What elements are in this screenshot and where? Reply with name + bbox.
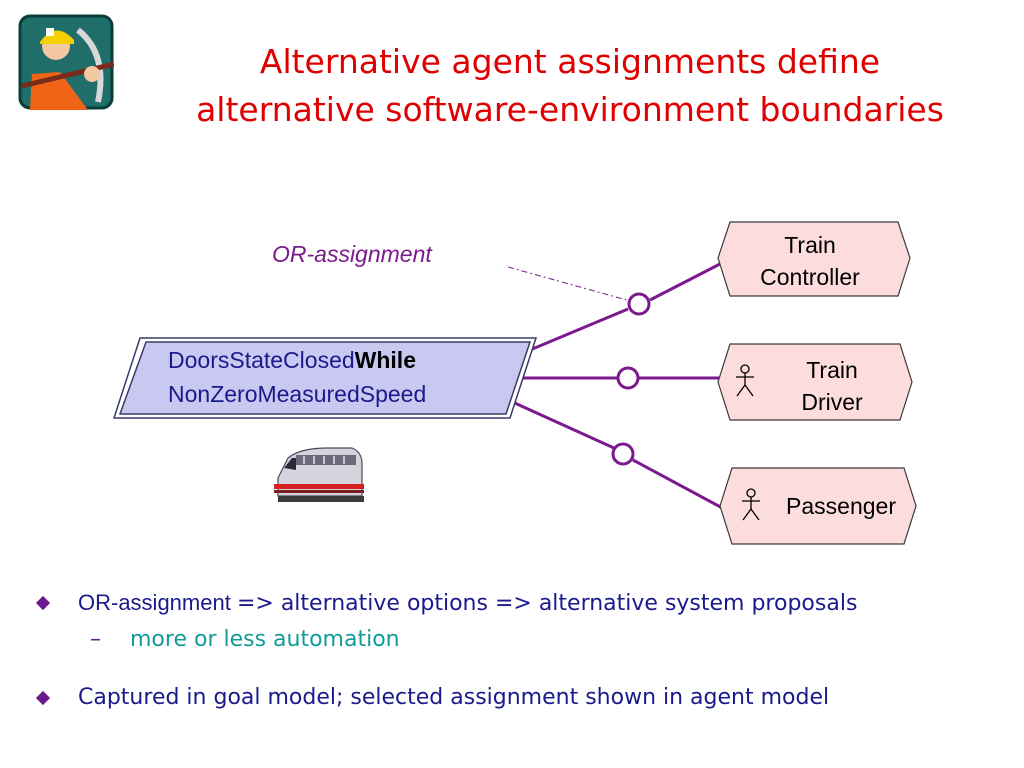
goal-text-line-1: DoorsStateClosed xyxy=(168,347,355,373)
agent-train-controller-line-1: Train xyxy=(784,232,836,258)
miner-logo-icon xyxy=(18,14,114,110)
goal-text-line-2: NonZeroMeasuredSpeed xyxy=(168,381,426,407)
bullet-1-lead: OR-assignment xyxy=(78,590,237,615)
goal-keyword: While xyxy=(355,347,416,373)
bullet-list: OR-assignment => alternative options => … xyxy=(35,586,1008,715)
diamond-bullet-icon xyxy=(35,690,51,706)
bullet-item-1: OR-assignment => alternative options => … xyxy=(35,586,1008,621)
bullet-1-rest: => alternative options => alternative sy… xyxy=(236,591,858,616)
title-line-1: Alternative agent assignments define xyxy=(259,42,881,81)
or-assignment-circles xyxy=(611,292,651,466)
bullet-item-2: Captured in goal model; selected assignm… xyxy=(35,681,1008,715)
agent-train-driver: Train Driver xyxy=(717,343,913,421)
human-agent-icon xyxy=(736,364,754,397)
agent-train-driver-line-2: Driver xyxy=(801,389,863,415)
goal-node: DoorsStateClosedWhile NonZeroMeasuredSpe… xyxy=(112,337,538,419)
agent-train-controller-line-2: Controller xyxy=(760,264,860,290)
bullet-1-subtext: more or less automation xyxy=(130,627,400,652)
agent-train-driver-line-1: Train xyxy=(806,357,858,383)
sub-bullet-dash: – xyxy=(90,627,101,652)
assignment-links xyxy=(507,262,727,512)
or-label-pointer xyxy=(507,266,635,303)
bullet-subitem-1: – more or less automation xyxy=(38,623,1008,657)
human-agent-icon xyxy=(742,488,760,521)
train-icon xyxy=(274,447,364,502)
or-assignment-label: OR-assignment xyxy=(272,241,433,267)
svg-text:DoorsStateClosedWhile: DoorsStateClosedWhile xyxy=(168,347,416,373)
bullet-2-text: Captured in goal model; selected assignm… xyxy=(78,685,830,710)
agent-assignment-diagram: DoorsStateClosedWhile NonZeroMeasuredSpe… xyxy=(112,221,917,545)
agent-passenger: Passenger xyxy=(719,467,917,545)
title-line-2: alternative software-environment boundar… xyxy=(196,90,944,129)
agent-passenger-label: Passenger xyxy=(786,493,896,519)
page-title: Alternative agent assignments define alt… xyxy=(120,38,1020,134)
agent-train-controller: Train Controller xyxy=(717,221,911,297)
diamond-bullet-icon xyxy=(35,595,51,611)
